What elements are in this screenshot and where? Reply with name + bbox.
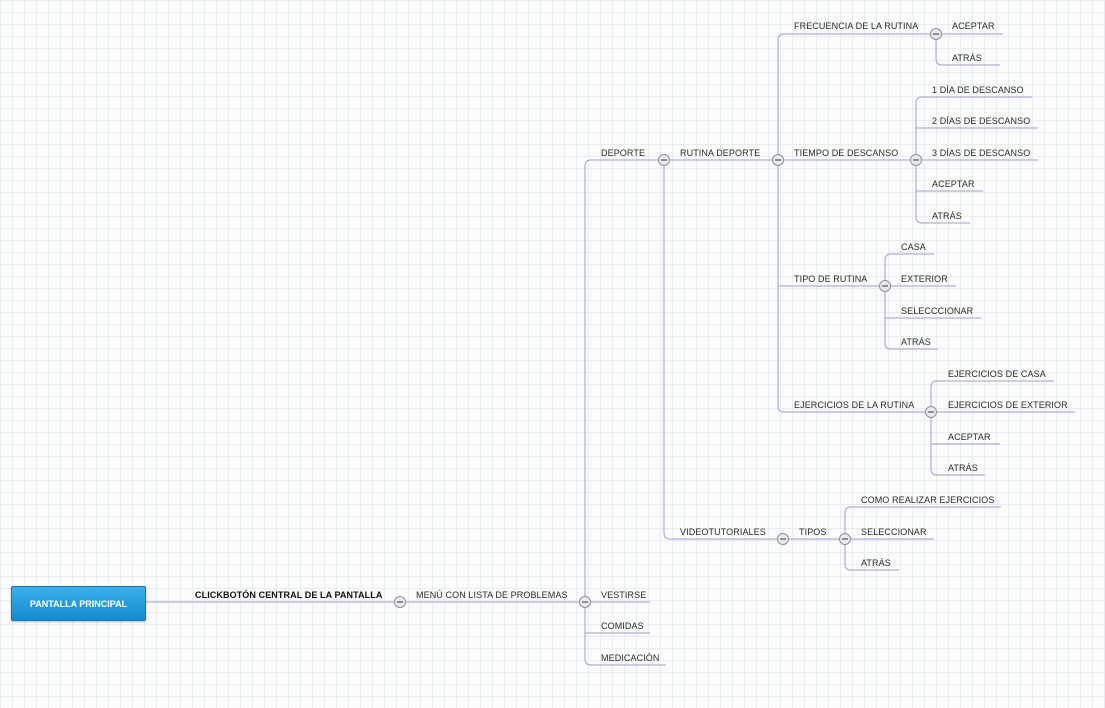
node-frecuencia-rutina[interactable]: FRECUENCIA DE LA RUTINA — [794, 21, 919, 31]
node-vestirse[interactable]: VESTIRSE — [601, 590, 647, 600]
node-videotutoriales[interactable]: VIDEOTUTORIALES — [680, 527, 766, 537]
node-frecuencia-aceptar[interactable]: ACEPTAR — [952, 21, 995, 31]
node-tipo-seleccionar[interactable]: SELECCCIONAR — [901, 306, 974, 316]
spine-tipo-rutina — [884, 253, 892, 350]
node-tipo-atras[interactable]: ATRÁS — [901, 337, 931, 347]
node-ejercicios-exterior[interactable]: EJERCICIOS DE EXTERIOR — [948, 400, 1068, 410]
node-medicacion[interactable]: MEDICACIÓN — [601, 653, 660, 663]
node-ejercicios-aceptar[interactable]: ACEPTAR — [948, 432, 991, 442]
spine-menu — [584, 159, 592, 666]
root-node-label: PANTALLA PRINCIPAL — [29, 598, 128, 609]
spine-ejercicios-rutina — [930, 380, 938, 476]
node-click-central[interactable]: CLICKBOTÓN CENTRAL DE LA PANTALLA — [195, 590, 383, 600]
node-comidas[interactable]: COMIDAS — [601, 621, 644, 631]
node-ejercicios-casa[interactable]: EJERCICIOS DE CASA — [948, 369, 1046, 379]
toggle-rutina-deporte[interactable] — [772, 154, 784, 166]
spine-rutina-deporte — [777, 33, 785, 413]
toggle-ejercicios-rutina[interactable] — [925, 406, 937, 418]
root-node-pantalla-principal[interactable]: PANTALLA PRINCIPAL — [11, 586, 146, 621]
node-tipos-atras[interactable]: ATRÁS — [861, 558, 891, 568]
toggle-videotutoriales[interactable] — [777, 533, 789, 545]
node-tiempo-descanso[interactable]: TIEMPO DE DESCANSO — [794, 148, 899, 158]
node-como-realizar-ejercicios[interactable]: COMO REALIZAR EJERCICIOS — [861, 495, 995, 505]
node-menu-lista-problemas[interactable]: MENÚ CON LISTA DE PROBLEMAS — [416, 590, 568, 600]
node-frecuencia-atras[interactable]: ATRÁS — [952, 53, 982, 63]
node-rutina-deporte[interactable]: RUTINA DEPORTE — [680, 148, 761, 158]
node-tipo-rutina[interactable]: TIPO DE RUTINA — [794, 274, 868, 284]
node-descanso-1-dia[interactable]: 1 DÍA DE DESCANSO — [932, 85, 1024, 95]
toggle-menu-lista[interactable] — [579, 596, 591, 608]
node-deporte[interactable]: DEPORTE — [601, 148, 646, 158]
node-ejercicios-rutina[interactable]: EJERCICIOS DE LA RUTINA — [794, 400, 915, 410]
node-tipos-seleccionar[interactable]: SELECCIONAR — [861, 527, 927, 537]
node-descanso-atras[interactable]: ATRÁS — [932, 211, 962, 221]
toggle-click-central[interactable] — [394, 596, 406, 608]
node-descanso-2-dias[interactable]: 2 DÍAS DE DESCANSO — [932, 116, 1031, 126]
toggle-frecuencia[interactable] — [930, 28, 942, 40]
toggle-tipo-rutina[interactable] — [879, 280, 891, 292]
node-descanso-aceptar[interactable]: ACEPTAR — [932, 179, 975, 189]
node-tipo-exterior[interactable]: EXTERIOR — [901, 274, 948, 284]
underline-videotutoriales — [663, 532, 783, 540]
node-tipo-casa[interactable]: CASA — [901, 242, 926, 252]
toggle-tiempo-descanso[interactable] — [910, 154, 922, 166]
node-ejercicios-atras[interactable]: ATRÁS — [948, 463, 978, 473]
node-tipos[interactable]: TIPOS — [799, 527, 827, 537]
toggle-deporte[interactable] — [658, 154, 670, 166]
node-descanso-3-dias[interactable]: 3 DÍAS DE DESCANSO — [932, 148, 1031, 158]
toggle-tipos[interactable] — [839, 533, 851, 545]
